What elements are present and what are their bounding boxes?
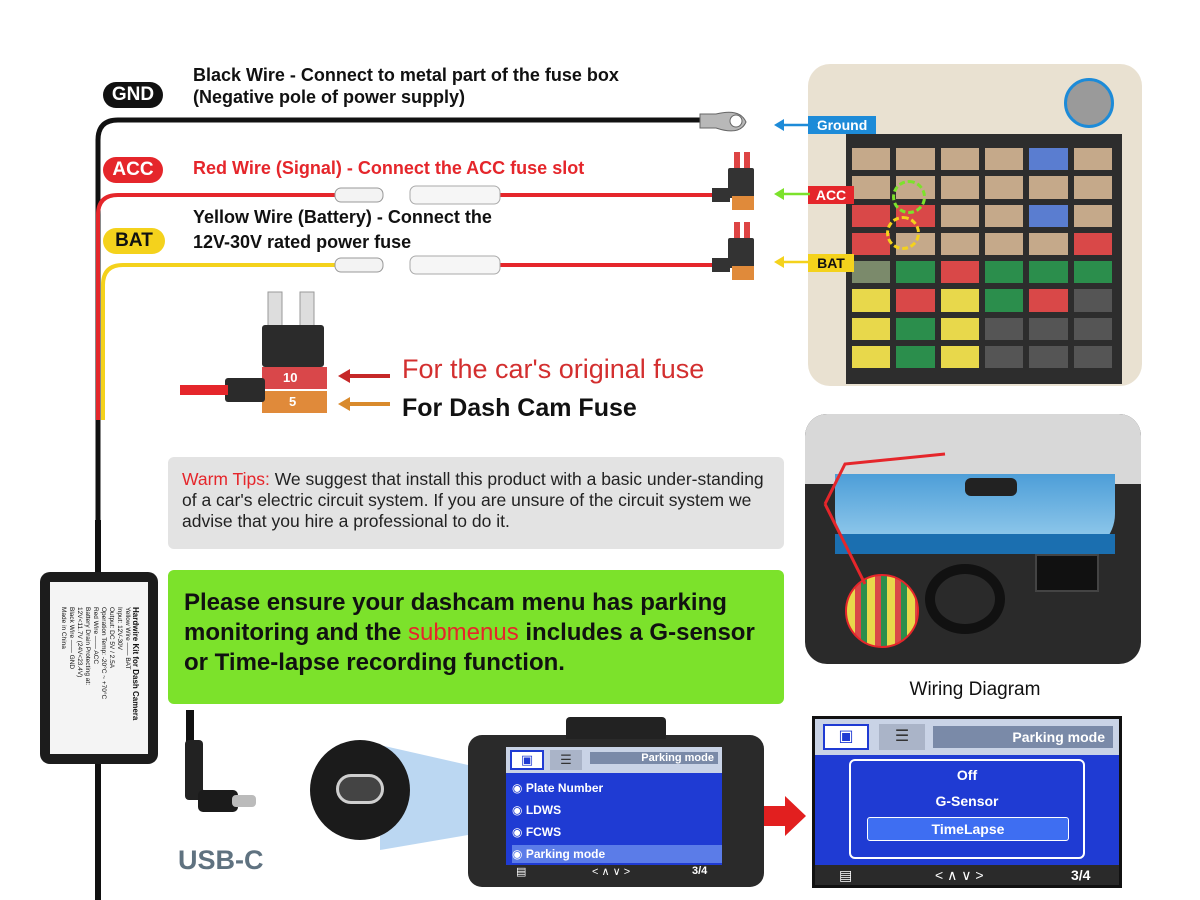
module-spec-2: Operation Temp: -20°C ~ +70°C xyxy=(100,607,107,700)
ldws-icon: ◉ xyxy=(512,803,526,817)
fusebox-arrows xyxy=(774,119,818,268)
back-icon-2[interactable]: ▤ xyxy=(839,867,853,883)
notice-highlight: submenus xyxy=(407,619,519,646)
add-a-fuse-large xyxy=(180,291,327,413)
bat-fuse-tap xyxy=(712,222,754,280)
bat-slot-marker xyxy=(886,216,920,250)
module-spec-1: Output: DC 5V / 2.5A xyxy=(108,607,115,669)
screen2-popup: Off G-Sensor TimeLapse xyxy=(849,759,1085,859)
fuse-value-top: 10 xyxy=(283,370,298,385)
ground-bolt xyxy=(1064,78,1114,128)
fusebox-photo: Ground ACC BAT xyxy=(808,64,1142,386)
fuse-original-label: For the car's original fuse xyxy=(402,354,705,384)
fusebox-bat-label: BAT xyxy=(808,254,854,272)
parking-notice-box: Please ensure your dashcam menu has park… xyxy=(168,570,784,704)
car-interior-photo xyxy=(805,414,1141,664)
acc-badge: ACC xyxy=(103,157,163,183)
parking-icon: ◉ xyxy=(512,847,526,861)
usb-c-port-icon xyxy=(336,774,384,804)
usb-c-label: USB-C xyxy=(178,845,264,875)
module-label: Hardwire Kit for Dash Camera Yellow Wire… xyxy=(50,582,148,754)
gnd-description-line1: Black Wire - Connect to metal part of th… xyxy=(193,65,619,85)
warm-tips-box: Warm Tips: We suggest that install this … xyxy=(168,457,784,549)
camera-icon[interactable]: ▣ xyxy=(510,750,544,770)
screen2-page: 3/4 xyxy=(1071,867,1091,883)
option-g-sensor[interactable]: G-Sensor xyxy=(935,793,999,809)
module-spec-4: 12V<11.7V (24V<23.4V) xyxy=(76,607,83,678)
camera-icon-2[interactable]: ▣ xyxy=(823,724,869,750)
screen2-title: Parking mode xyxy=(933,726,1113,748)
menu-item-plate-number[interactable]: ◉ Plate Number xyxy=(512,781,604,795)
wiring-diagram-caption: Wiring Diagram xyxy=(909,679,1041,700)
fuse-value-bottom: 5 xyxy=(289,394,297,409)
option-timelapse[interactable]: TimeLapse xyxy=(867,817,1069,841)
ground-label: Ground xyxy=(808,116,876,134)
dashcam-screen-2: ▣ ☰ Parking mode Off G-Sensor TimeLapse … xyxy=(812,716,1122,888)
notice-part2: includes a G-sensor or Time-lapse record… xyxy=(184,619,755,676)
usb-c-zoom-circle xyxy=(310,740,410,840)
plate-number-icon: ◉ xyxy=(512,781,526,795)
fuse-grid xyxy=(852,148,1112,368)
warm-tips-body: We suggest that install this product wit… xyxy=(182,469,764,531)
hardwire-module: Hardwire Kit for Dash Camera Yellow Wire… xyxy=(40,572,158,764)
screen1-page: 3/4 xyxy=(692,865,708,877)
screen1-footer: ▤ < ∧ ∨ > 3/4 xyxy=(506,865,722,879)
gnd-description-line2: (Negative pole of power supply) xyxy=(193,87,466,107)
settings-list-icon[interactable]: ☰ xyxy=(550,750,582,770)
module-made-in: Made in China xyxy=(60,607,67,649)
module-spec-3: Battery Drain Protecting at: xyxy=(84,607,91,686)
menu-item-parking-mode[interactable]: ◉ Parking mode xyxy=(512,845,722,863)
screen1-title: Parking mode xyxy=(590,752,718,764)
acc-fuse-tap xyxy=(712,152,754,210)
screen1-header: ▣ ☰ Parking mode xyxy=(506,747,722,773)
screen2-footer: ▤ < ∧ ∨ > 3/4 xyxy=(815,865,1119,885)
notice-part1: Please ensure your dashcam menu has park… xyxy=(184,589,727,646)
acc-slot-marker xyxy=(892,180,926,214)
bat-description-line2: 12V-30V rated power fuse xyxy=(193,232,412,252)
dashcam-device: ▣ ☰ Parking mode ◉ Plate Number ◉ LDWS ◉… xyxy=(468,717,764,887)
fusebox-acc-label: ACC xyxy=(808,186,854,204)
bat-badge: BAT xyxy=(103,228,165,254)
dashcam-screen-1: ▣ ☰ Parking mode ◉ Plate Number ◉ LDWS ◉… xyxy=(506,747,722,879)
gnd-badge: GND xyxy=(103,82,163,108)
warm-tips-prefix: Warm Tips: xyxy=(182,469,270,489)
usb-c-plug xyxy=(185,740,256,812)
fcws-icon: ◉ xyxy=(512,825,526,839)
screen1-nav[interactable]: < ∧ ∨ > xyxy=(592,866,631,878)
module-spec-0: Input: 12V-30V xyxy=(116,607,123,651)
menu-item-fcws[interactable]: ◉ FCWS xyxy=(512,825,562,839)
red-wire xyxy=(96,193,340,420)
back-icon[interactable]: ▤ xyxy=(516,866,527,878)
module-line-0: Yellow Wire —— BAT xyxy=(124,607,131,670)
yellow-wire xyxy=(101,263,340,420)
module-title: Hardwire Kit for Dash Camera xyxy=(131,607,140,721)
fuse-dashcam-label: For Dash Cam Fuse xyxy=(402,394,637,422)
bat-description-line1: Yellow Wire (Battery) - Connect the xyxy=(193,207,492,227)
screen2-nav[interactable]: < ∧ ∨ > xyxy=(935,867,984,883)
menu-item-ldws[interactable]: ◉ LDWS xyxy=(512,803,562,817)
fusebox-zoom-circle xyxy=(845,574,919,648)
module-line-2: Black Wire —— GND xyxy=(68,607,75,670)
black-wire xyxy=(95,117,700,900)
settings-list-icon-2[interactable]: ☰ xyxy=(879,724,925,750)
acc-description: Red Wire (Signal) - Connect the ACC fuse… xyxy=(193,158,585,178)
module-line-1: Red Wire —— ACC xyxy=(92,607,99,665)
screen2-header: ▣ ☰ Parking mode xyxy=(815,719,1119,755)
option-off[interactable]: Off xyxy=(956,767,978,783)
